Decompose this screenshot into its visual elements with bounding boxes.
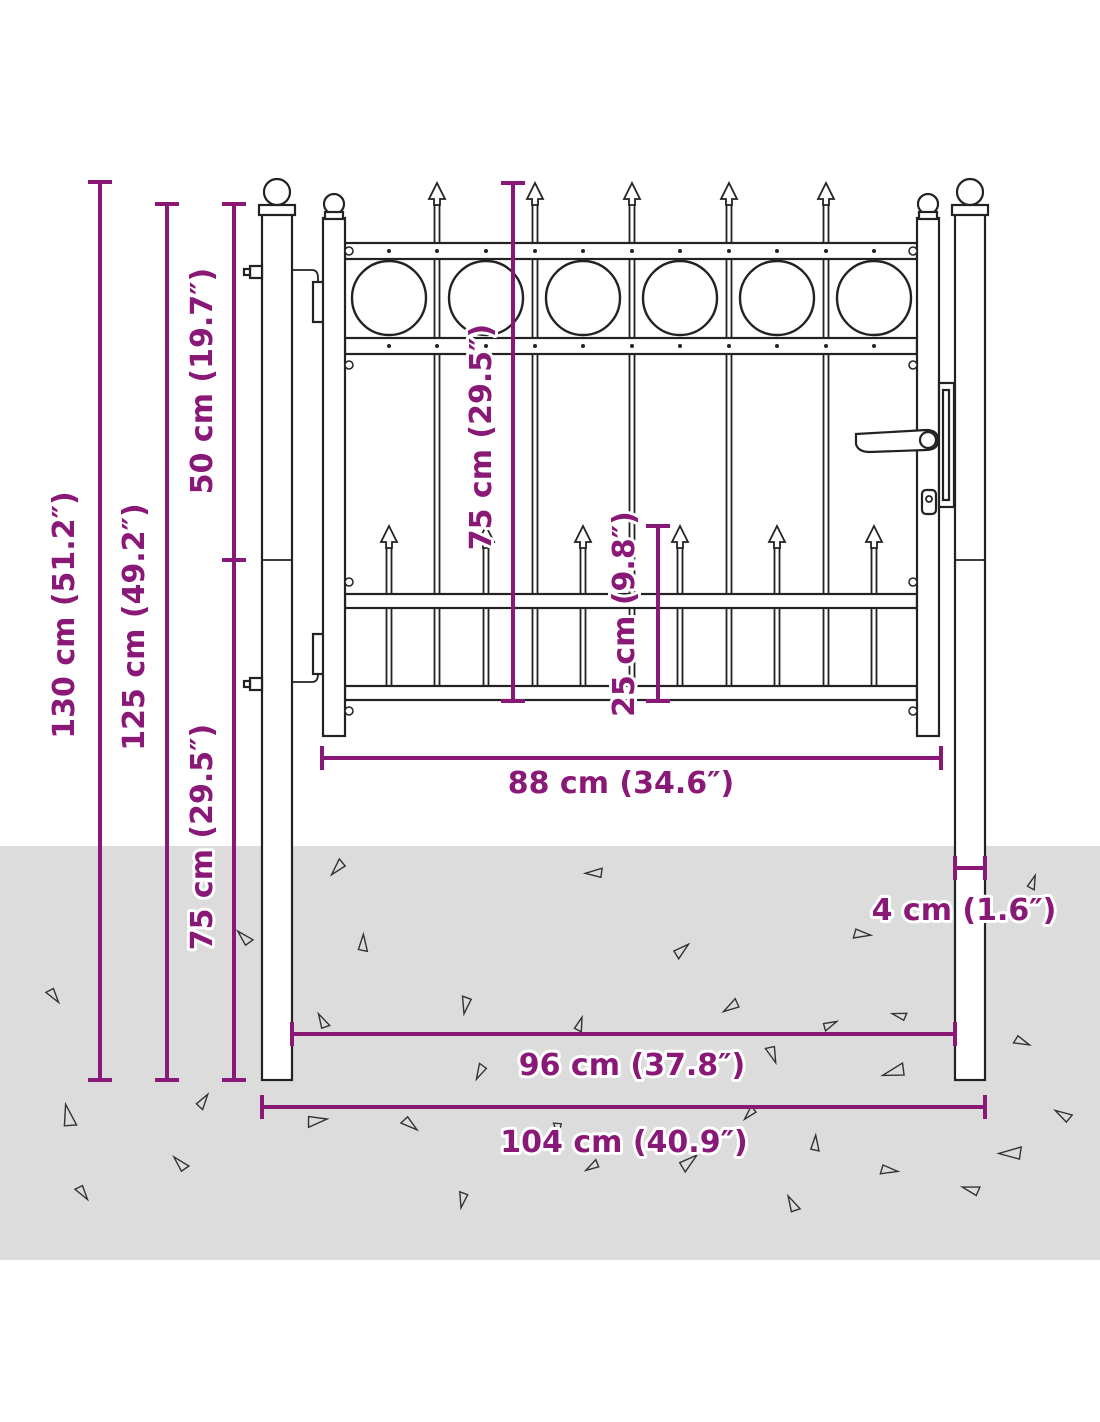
pebble xyxy=(822,1020,840,1033)
spear-tip-icon xyxy=(816,180,836,206)
spear-tip-icon xyxy=(622,180,642,206)
decorative-ring xyxy=(835,259,913,337)
ground-pebbles xyxy=(44,857,1074,1213)
ground-area xyxy=(0,846,1100,1260)
pebble xyxy=(1026,872,1037,892)
pebble xyxy=(573,1014,583,1034)
decorative-ring xyxy=(738,259,816,337)
dimension-lines xyxy=(88,180,987,1119)
spear-tip-icon xyxy=(379,523,399,549)
pebble xyxy=(764,1045,777,1066)
pebble xyxy=(678,1153,699,1174)
spear-tip-icon xyxy=(719,180,739,206)
decorative-ring xyxy=(350,259,428,337)
height-total-label: 130 cm (51.2″) xyxy=(47,491,82,738)
spear-tip-icon xyxy=(767,523,787,549)
spear-tip-icon xyxy=(864,523,884,549)
pebble xyxy=(1052,1109,1074,1124)
spear-tip-icon xyxy=(573,523,593,549)
pebble xyxy=(879,1164,901,1175)
decorative-ring xyxy=(447,259,525,337)
gate-panel xyxy=(321,180,956,738)
pebble xyxy=(721,997,740,1013)
decorative-ring xyxy=(641,259,719,337)
pebble xyxy=(582,867,603,879)
height-post-label: 125 cm (49.2″) xyxy=(117,503,152,750)
pebble xyxy=(809,1132,820,1152)
pebble xyxy=(996,1146,1023,1160)
pebble xyxy=(172,1154,191,1173)
pebble xyxy=(317,1011,331,1030)
pebble xyxy=(357,931,369,953)
spear-tip-icon xyxy=(427,180,447,206)
pebble xyxy=(307,1115,330,1129)
post-width-label: 4 cm (1.6″) xyxy=(872,893,1057,928)
pebble xyxy=(475,1062,488,1082)
pebble xyxy=(583,1158,600,1172)
pebble xyxy=(44,987,61,1005)
pebble xyxy=(880,1061,905,1077)
gate-height-label: 75 cm (29.5″) xyxy=(464,324,499,551)
pebble xyxy=(459,1190,469,1211)
height-lower-label: 75 cm (29.5″) xyxy=(185,724,220,951)
pebble xyxy=(73,1184,90,1202)
pebble xyxy=(672,942,691,961)
pebble xyxy=(329,857,347,877)
pebble xyxy=(552,1122,563,1140)
inner-width-label: 96 cm (37.8″) xyxy=(519,1048,746,1083)
decorative-ring xyxy=(544,259,622,337)
pebble xyxy=(742,1104,758,1122)
pebble xyxy=(1012,1034,1032,1046)
pebble xyxy=(63,1101,78,1127)
right-post xyxy=(950,177,990,1082)
height-upper-label: 50 cm (19.7″) xyxy=(185,268,220,495)
spear-tip-icon xyxy=(670,523,690,549)
pebble xyxy=(852,928,874,939)
pebble xyxy=(959,1186,981,1197)
pebble xyxy=(461,995,473,1017)
pebble xyxy=(399,1115,420,1132)
spear-tip-icon xyxy=(476,523,496,549)
pebble xyxy=(786,1193,802,1213)
spike-height-label: 25 cm (9.8″) xyxy=(607,511,642,717)
pebble xyxy=(195,1092,210,1111)
spear-tip-icon xyxy=(525,180,545,206)
pebble xyxy=(889,1012,908,1022)
pebble xyxy=(235,929,255,947)
gate-width-label: 88 cm (34.6″) xyxy=(508,766,735,801)
total-width-label: 104 cm (40.9″) xyxy=(500,1125,747,1160)
